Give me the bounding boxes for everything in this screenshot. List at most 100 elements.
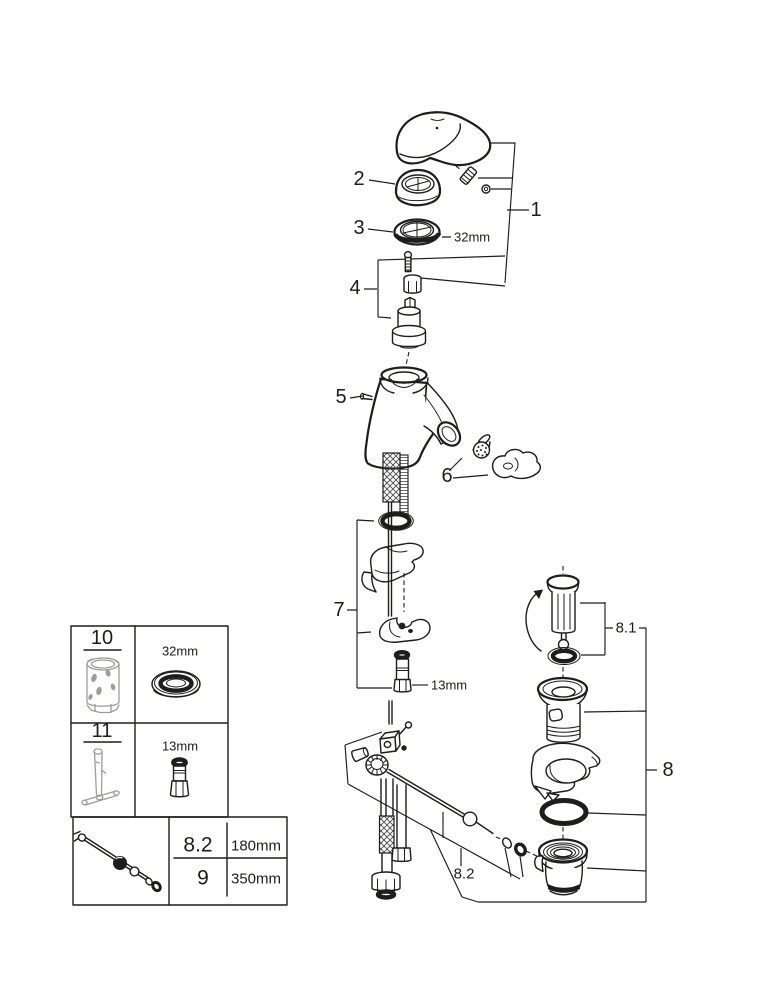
drain-oring — [539, 798, 589, 826]
rod-82-length: 180mm — [231, 838, 281, 855]
oring-outer — [378, 511, 414, 531]
tool-11-size: 13mm — [162, 739, 198, 754]
callout-7: 7 — [333, 599, 344, 621]
waste-set-group: 8 — [478, 628, 674, 903]
drain-body-bottom — [549, 890, 578, 896]
cap-ring-shadow — [393, 231, 442, 243]
drain-body-thread4 — [553, 848, 573, 858]
escutcheon-flap — [361, 571, 377, 593]
supply-hose-group — [371, 778, 412, 900]
cartridge-screw-threads — [405, 260, 412, 271]
stud-oring — [393, 650, 411, 661]
tool-10-size: 32mm — [162, 644, 198, 659]
drain-body-thread1 — [543, 842, 583, 862]
callout-5-leader — [349, 395, 364, 399]
callout-2: 2 — [353, 168, 364, 190]
handle-screw-icon — [459, 166, 478, 185]
flow-guide-line — [514, 457, 519, 472]
tool-11-number: 11 — [92, 720, 113, 742]
mini-table-lines — [173, 822, 288, 897]
callout-8_2-bracket — [344, 731, 524, 903]
cartridge-group: 4 — [349, 250, 427, 366]
rotate-arrow — [525, 591, 542, 652]
lever-handle — [395, 111, 492, 167]
stud-body — [395, 658, 410, 681]
cartridge-bottom-inner — [398, 345, 420, 349]
callout-1-bracket — [484, 142, 516, 284]
block-washer — [401, 745, 407, 751]
flow-guide — [491, 448, 541, 480]
dome-cap-cross — [406, 177, 430, 191]
cartridge-cap — [397, 306, 421, 316]
cap-ring-size-label: 32mm — [454, 230, 490, 245]
block-screw — [398, 725, 408, 736]
knurled-nut-knurls — [365, 754, 389, 776]
escutcheon-wedge — [369, 542, 424, 583]
body-braided-hose — [382, 452, 401, 503]
cap-ring-face — [399, 220, 435, 240]
aerator-group: 6 — [441, 434, 541, 487]
rod-9-number: 9 — [197, 867, 209, 890]
drain-body-band — [548, 884, 580, 893]
callout-3-leaders — [367, 228, 451, 238]
callout-1: 1 — [530, 199, 541, 221]
lever-handle-contour — [399, 123, 461, 159]
pivot-block-front — [379, 736, 397, 754]
pull-rod — [387, 501, 393, 617]
callout-2-leader — [368, 179, 396, 185]
drain-flange-opening — [551, 686, 576, 698]
rod-9-length: 350mm — [231, 871, 281, 888]
handle-assembly-group: 1 — [377, 111, 542, 287]
callout-6-leaders — [449, 457, 489, 479]
cartridge-nut-facets — [408, 281, 417, 294]
handle-washer-icon — [481, 184, 491, 194]
crescent-washer — [378, 617, 431, 643]
body-collar — [380, 366, 428, 384]
cap-ring-group: 3 32mm — [353, 217, 490, 246]
callout-4-bracket — [364, 260, 392, 319]
cartridge-flange — [391, 324, 427, 338]
cap-ring-cross — [402, 222, 432, 238]
hose-right-tube — [396, 784, 407, 849]
callout-8-bracket — [478, 628, 657, 903]
rotate-arrowhead — [533, 589, 543, 599]
drain-body-sides — [544, 860, 584, 887]
horizontal-rod — [386, 768, 471, 821]
drain-flange-ribs — [546, 725, 581, 737]
callout-5: 5 — [335, 386, 346, 408]
crescent-bolt — [408, 629, 413, 633]
rod-centerline — [495, 836, 504, 841]
ring-32-icon — [151, 670, 201, 698]
dome-cap-skirt — [398, 195, 438, 202]
drain-clamp — [530, 742, 601, 795]
cartridge-bottom — [391, 341, 427, 348]
callout-8_2: 8.2 — [454, 866, 475, 883]
hose-collar — [375, 889, 397, 900]
joint-sleeve — [351, 747, 369, 763]
fixing-set-group: 7 13mm — [333, 501, 467, 693]
rod-nut — [514, 842, 527, 857]
cartridge-lower-body — [391, 331, 427, 343]
rod-icon — [73, 830, 162, 893]
drain-clamp-lines — [549, 756, 598, 784]
cartridge-nut-body — [403, 277, 422, 294]
drain-body-thread3 — [550, 846, 576, 859]
oring-band — [380, 512, 412, 531]
callout-8: 8 — [662, 759, 673, 781]
drain-body-thread2 — [546, 844, 580, 860]
handle-dot — [435, 126, 439, 130]
stud-size-label: 13mm — [431, 678, 467, 693]
plug-seal-outer — [547, 647, 581, 665]
aerator-screen-dots — [476, 444, 488, 457]
callout-7-bracket — [347, 519, 392, 689]
callout-8_1-bracket — [580, 602, 646, 656]
callout-6: 6 — [441, 465, 452, 487]
drain-flange-top — [536, 676, 589, 702]
socket-tool-icon — [86, 657, 120, 714]
crescent-inner — [389, 621, 401, 638]
legend-table: 10 32mm 11 — [70, 625, 288, 906]
escutcheon-lines — [374, 546, 408, 574]
crescent-nut — [398, 622, 406, 630]
body-opening-depth — [390, 378, 418, 389]
socket-tool-slots — [88, 669, 116, 700]
